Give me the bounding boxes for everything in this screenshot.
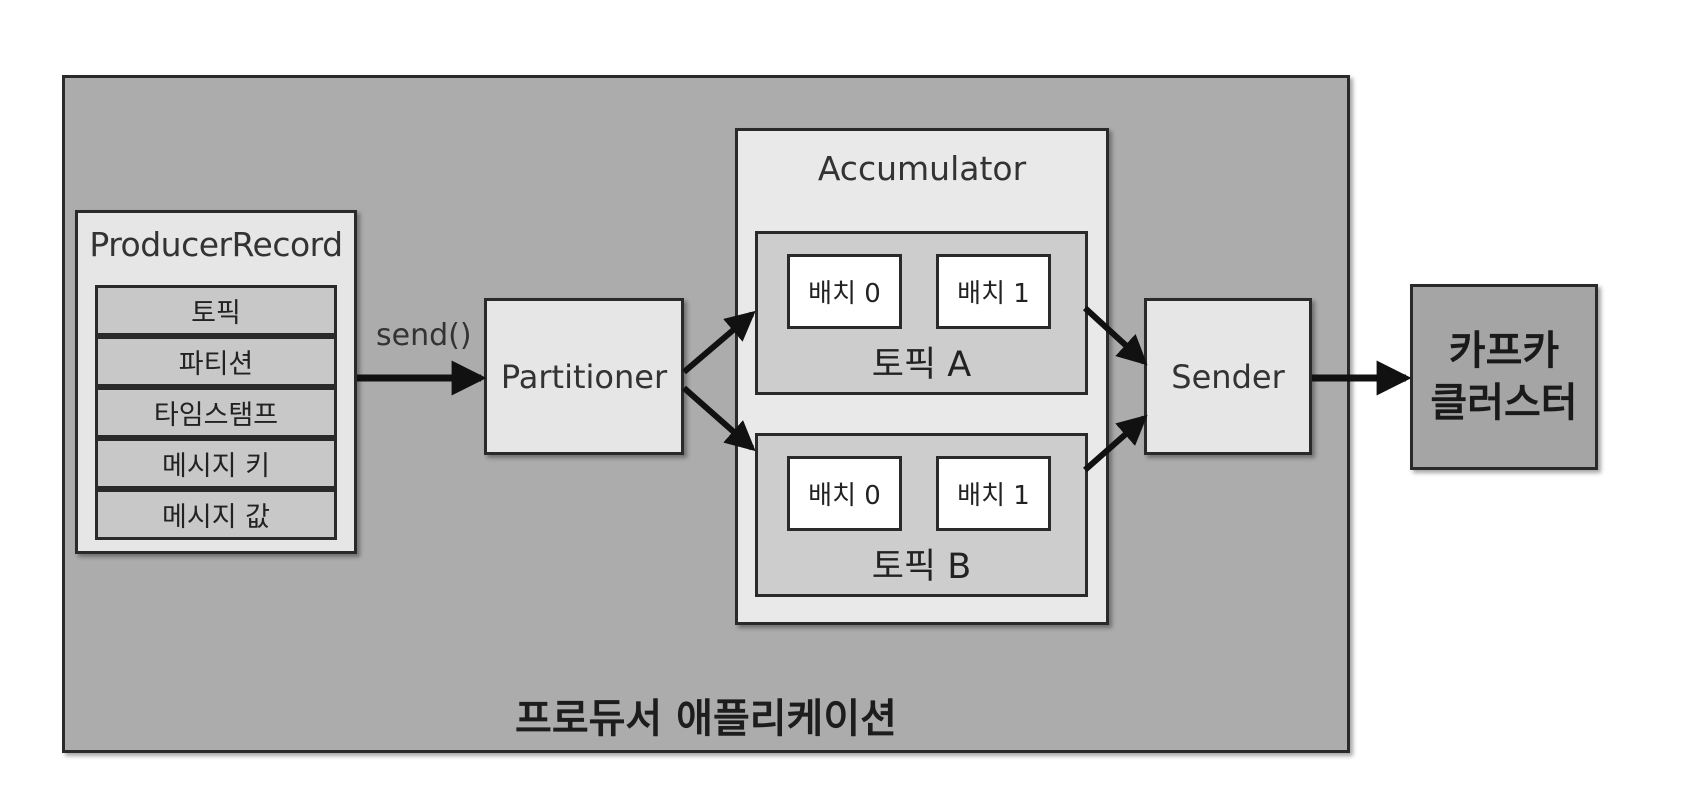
field-topic: 토픽	[95, 285, 337, 336]
topic-a-box: 배치 0 배치 1 토픽 A	[755, 231, 1088, 395]
topic-b-label: 토픽 B	[871, 547, 972, 587]
field-timestamp: 타임스탬프	[95, 387, 337, 438]
partitioner-box: Partitioner	[484, 298, 684, 455]
field-message-key: 메시지 키	[95, 438, 337, 489]
kafka-cluster-box: 카프카 클러스터	[1410, 284, 1598, 470]
topic-a-label: 토픽 A	[871, 345, 972, 385]
send-label: send()	[376, 318, 472, 353]
arrow-topic-a-to-sender	[1082, 305, 1148, 366]
accumulator-title: Accumulator	[817, 149, 1027, 188]
arrow-partitioner-to-topic-b	[682, 385, 756, 452]
producer-record-title: ProducerRecord	[89, 225, 343, 264]
accumulator-box: Accumulator 배치 0 배치 1 토픽 A 배치 0 배치 1 토픽 …	[735, 128, 1109, 625]
topic-b-box: 배치 0 배치 1 토픽 B	[755, 433, 1088, 597]
producer-record-box: ProducerRecord 토픽 파티션 타임스탬프 메시지 키 메시지 값	[75, 210, 357, 554]
kafka-cluster-line-1: 카프카	[1448, 328, 1560, 374]
arrow-topic-b-to-sender	[1083, 414, 1148, 473]
field-message-value: 메시지 값	[95, 489, 337, 540]
sender-box: Sender	[1144, 298, 1312, 455]
kafka-cluster-line-2: 클러스터	[1430, 380, 1578, 426]
topic-a-batch-1: 배치 1	[936, 254, 1051, 329]
topic-a-batch-0: 배치 0	[787, 254, 902, 329]
producer-application-label: 프로듀서 애플리케이션	[515, 696, 897, 742]
topic-b-batch-1: 배치 1	[936, 456, 1051, 531]
kafka-cluster-label: 카프카 클러스터	[1430, 325, 1577, 429]
field-partition: 파티션	[95, 336, 337, 387]
arrow-partitioner-to-topic-a	[682, 310, 756, 375]
topic-b-batch-0: 배치 0	[787, 456, 902, 531]
